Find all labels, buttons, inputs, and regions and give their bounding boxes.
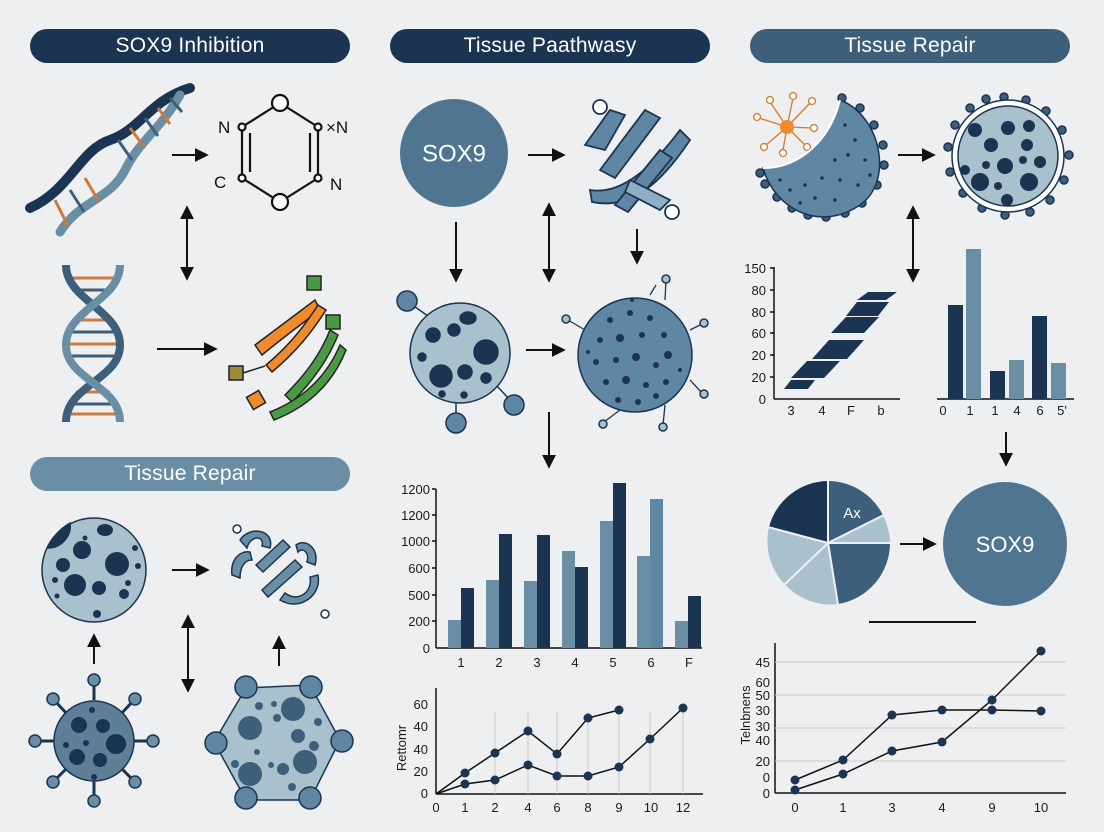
sox9-node-label: SOX9 xyxy=(976,532,1035,557)
y-tick: 1000 xyxy=(401,534,430,549)
sox9-node-label: SOX9 xyxy=(422,140,486,167)
x-tick: 10 xyxy=(1034,800,1048,815)
y-tick: 0 xyxy=(763,786,770,801)
y-tick: 45 xyxy=(756,655,770,670)
y-tick: 200 xyxy=(408,614,430,629)
y-tick: 60 xyxy=(414,697,428,712)
y-tick: 40 xyxy=(756,733,770,748)
x-tick: 1 xyxy=(966,403,973,418)
protein-fragments-icon xyxy=(228,275,347,421)
title-tissue-repair-top: Tissue Repair xyxy=(750,29,1070,63)
x-tick: 5' xyxy=(1057,403,1067,418)
x-tick: 0 xyxy=(791,800,798,815)
title-sox9-inhibition: SOX9 Inhibition xyxy=(30,29,350,63)
x-tick: F xyxy=(847,403,855,418)
y-tick: 30 xyxy=(756,719,770,734)
x-tick: 5 xyxy=(609,655,616,670)
x-tick: F xyxy=(685,655,693,670)
title-text: Tissue Repair xyxy=(844,34,976,57)
right-bar-chart: 0 1 1 4 6 5' xyxy=(937,249,1074,418)
line-chart-right: 45 60 50 30 30 40 20 0 0 Telnbnens 0 1 3… xyxy=(738,643,1066,815)
sox9-node-right xyxy=(943,482,1067,606)
y-tick: 40 xyxy=(414,719,428,734)
x-tick: 8 xyxy=(584,800,591,815)
molecule-ring-icon xyxy=(237,93,323,212)
title-text: Tissue Repair xyxy=(124,462,256,485)
x-tick: 2 xyxy=(491,800,498,815)
y-tick: 40 xyxy=(414,742,428,757)
atom-label-n3: N xyxy=(330,175,342,194)
y-tick: 80 xyxy=(752,283,766,298)
y-tick: 0 xyxy=(421,786,428,801)
y-tick: 600 xyxy=(408,561,430,576)
y-tick: 0 xyxy=(763,770,770,785)
x-tick: 1 xyxy=(461,800,468,815)
parallelogram-bar-chart: 150 80 80 60 20 20 0 3 4 F b xyxy=(744,261,900,418)
x-tick: 1 xyxy=(991,403,998,418)
hexagonal-cell-icon xyxy=(204,675,354,810)
cell-vesicles-icon xyxy=(396,290,525,434)
x-tick: 6 xyxy=(1036,403,1043,418)
x-tick: 12 xyxy=(676,800,690,815)
x-tick: 9 xyxy=(615,800,622,815)
x-tick: 2 xyxy=(495,655,502,670)
y-tick: 1200 xyxy=(401,508,430,523)
x-tick: 6 xyxy=(647,655,654,670)
title-tissue-repair-bottom: Tissue Repair xyxy=(30,457,350,491)
x-tick: 4 xyxy=(818,403,825,418)
title-text: SOX9 Inhibition xyxy=(115,34,265,57)
x-tick: 1 xyxy=(457,655,464,670)
y-axis-label: Telnbnens xyxy=(738,685,753,745)
virus-icon xyxy=(28,673,160,808)
y-tick: 500 xyxy=(408,588,430,603)
y-tick: 80 xyxy=(752,305,766,320)
pie-label-ax: Ax xyxy=(843,505,861,522)
y-axis-label: Rettomr xyxy=(394,724,409,771)
y-tick: 60 xyxy=(756,675,770,690)
x-tick: 4 xyxy=(1013,403,1020,418)
x-tick: 4 xyxy=(938,800,945,815)
x-tick: 6 xyxy=(553,800,560,815)
x-tick: 0 xyxy=(432,800,439,815)
x-tick: 3 xyxy=(533,655,540,670)
y-tick: 20 xyxy=(414,764,428,779)
y-tick: 20 xyxy=(752,348,766,363)
x-tick: 10 xyxy=(644,800,658,815)
neuron-icon xyxy=(752,91,819,158)
round-cell-icon xyxy=(943,92,1074,220)
x-tick: 4 xyxy=(524,800,531,815)
crescent-cell-icon xyxy=(755,93,889,222)
x-tick: 1 xyxy=(839,800,846,815)
x-tick: 0 xyxy=(939,403,946,418)
x-tick: 4 xyxy=(571,655,578,670)
x-tick: 3 xyxy=(888,800,895,815)
protein-coil-icon xyxy=(231,524,330,619)
pie-chart xyxy=(765,478,893,607)
dna-helix-diagonal-icon xyxy=(25,83,195,237)
atom-label-n1: N xyxy=(218,118,230,137)
line-chart-left: 60 40 40 20 0 Rettomr 0 1 2 4 6 8 9 10 1… xyxy=(394,688,703,815)
grouped-bar-chart: 1200 1200 1000 600 500 200 0 1 2 3 4 5 6… xyxy=(401,482,702,670)
y-tick: 0 xyxy=(423,641,430,656)
y-tick: 20 xyxy=(752,370,766,385)
vesicle-cell-icon xyxy=(41,517,147,623)
y-tick: 20 xyxy=(756,754,770,769)
title-text: Tissue Paathwasy xyxy=(463,34,637,57)
y-tick: 150 xyxy=(744,261,766,276)
x-tick: 9 xyxy=(988,800,995,815)
atom-label-n2: ×N xyxy=(326,118,348,137)
atom-label-c: C xyxy=(214,173,226,192)
x-tick: b xyxy=(877,403,884,418)
x-tick: 3 xyxy=(787,403,794,418)
y-tick: 30 xyxy=(756,703,770,718)
sox9-node-top xyxy=(400,99,508,207)
dna-helix-vertical-icon xyxy=(61,264,125,423)
y-tick: 0 xyxy=(759,392,766,407)
y-tick: 60 xyxy=(752,326,766,341)
title-tissue-pathway: Tissue Paathwasy xyxy=(390,29,710,63)
protein-ribbon-icon xyxy=(583,99,692,220)
y-tick: 1200 xyxy=(401,482,430,497)
spiky-cell-icon xyxy=(561,274,709,432)
y-tick: 50 xyxy=(756,688,770,703)
